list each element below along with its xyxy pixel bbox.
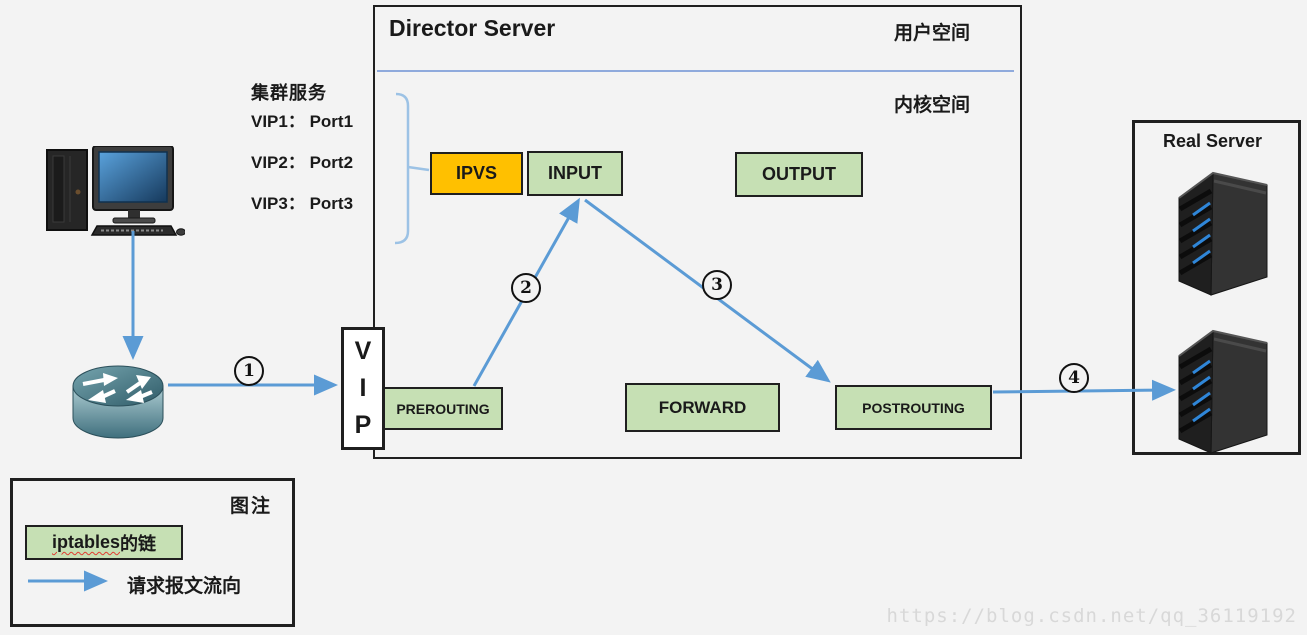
- cluster-service-title: 集群服务: [251, 83, 327, 103]
- legend-chain-suffix-text: 的链: [120, 533, 157, 554]
- legend-iptables-text: iptables: [51, 532, 121, 552]
- flow-step-1-badge: 1: [234, 356, 264, 386]
- user-space-label: 用户空间: [893, 23, 970, 44]
- forward-chain-box: FORWARD: [625, 383, 780, 432]
- vip-box: V I P: [341, 327, 385, 450]
- flow-step-2-badge: 2: [511, 273, 541, 303]
- cluster-service-block: 集群服务 VIP1： Port1 VIP2： Port2 VIP3： Port3: [251, 84, 391, 236]
- output-chain-box: OUTPUT: [735, 152, 863, 197]
- legend-flow-label: 请求报文流向: [127, 576, 242, 597]
- router-icon: [72, 365, 164, 439]
- vip-letter-p: P: [354, 411, 372, 439]
- real-server-1-icon: [1178, 171, 1268, 296]
- real-server-box: Real Server: [1132, 120, 1301, 455]
- ipvs-box: IPVS: [430, 152, 523, 195]
- postrouting-chain-box: POSTROUTING: [835, 385, 992, 430]
- watermark-url: https://blog.csdn.net/qq_36119192: [886, 605, 1297, 627]
- vip-letter-i: I: [359, 374, 367, 402]
- legend-title: 图注: [229, 496, 272, 517]
- director-server-title: Director Server: [389, 15, 556, 41]
- flow-step-4-badge: 4: [1059, 363, 1089, 393]
- cluster-vip3-entry: VIP3： Port3: [251, 194, 354, 213]
- flow-step-3-badge: 3: [702, 270, 732, 300]
- user-kernel-divider-line: [377, 70, 1014, 72]
- prerouting-chain-box: PREROUTING: [383, 387, 503, 430]
- cluster-vip1-entry: VIP1： Port1: [251, 112, 354, 131]
- cluster-vip2-entry: VIP2： Port2: [251, 153, 354, 172]
- input-chain-box: INPUT: [527, 151, 623, 196]
- director-server-box: Director Server 用户空间 内核空间: [373, 5, 1022, 459]
- kernel-space-label: 内核空间: [893, 95, 970, 116]
- client-computer-icon: [46, 146, 185, 236]
- real-server-2-icon: [1178, 329, 1268, 454]
- real-server-title: Real Server: [1162, 131, 1263, 151]
- vip-letter-v: V: [354, 337, 372, 365]
